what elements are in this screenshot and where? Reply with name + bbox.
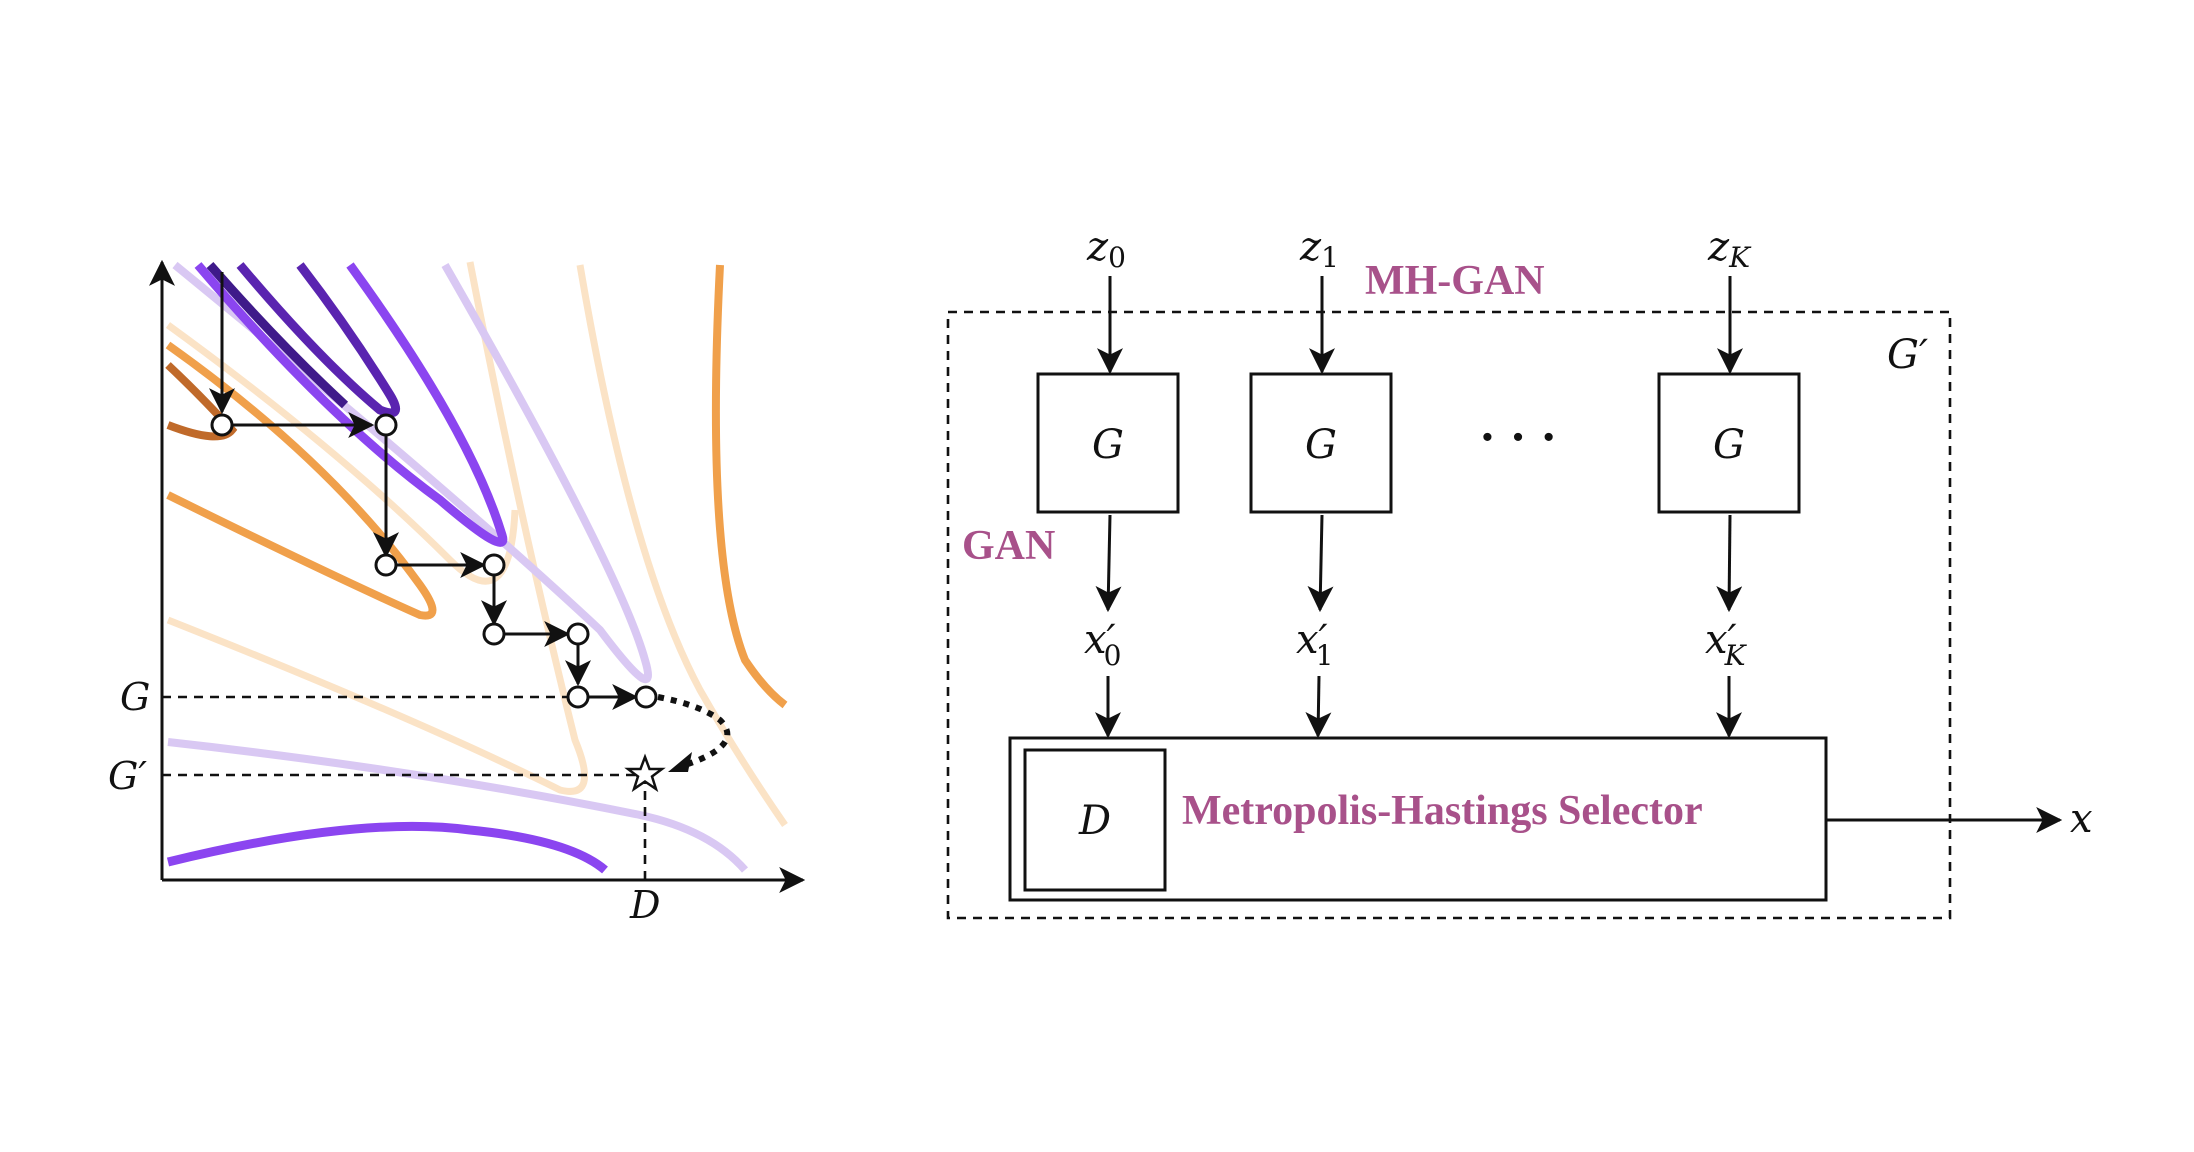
mh-gan-title: MH-GAN bbox=[1365, 258, 1545, 304]
landscape-plot: G G′ D bbox=[108, 259, 806, 927]
path-dotted-arrowhead bbox=[668, 752, 692, 772]
input-zk: zK bbox=[1707, 224, 1752, 274]
contour-orange-light-2 bbox=[166, 261, 589, 795]
contour-orange-light-1 bbox=[576, 264, 788, 827]
path-node bbox=[374, 413, 398, 437]
arrow-g-to-x0 bbox=[1095, 514, 1122, 613]
contour-purple-bright-2 bbox=[194, 262, 508, 547]
generator-box bbox=[1036, 372, 1180, 514]
discriminator-label: D bbox=[1078, 798, 1111, 844]
output-x1: x′1 bbox=[1296, 617, 1333, 672]
contour-orange-light-3 bbox=[165, 322, 519, 585]
path-node bbox=[634, 685, 658, 709]
output-x-label: x bbox=[2070, 796, 2093, 842]
arrow-g-to-xk bbox=[1716, 514, 1743, 613]
input-z0: z0 bbox=[1086, 224, 1126, 274]
outer-g-prime-box bbox=[946, 310, 1952, 920]
contour-purple-light-1 bbox=[167, 738, 749, 873]
path-node bbox=[566, 685, 590, 709]
d-axis-label: D bbox=[629, 883, 660, 927]
path-node bbox=[482, 553, 506, 577]
g-axis-label: G bbox=[120, 675, 150, 719]
generator-box bbox=[1249, 372, 1393, 514]
outer-box-label: G′ bbox=[1887, 332, 1928, 378]
path-node bbox=[566, 622, 590, 646]
generator-label: G bbox=[1305, 422, 1337, 468]
input-z1: z1 bbox=[1299, 224, 1339, 274]
generator-column-1: z1 G x′1 bbox=[1249, 224, 1393, 739]
ellipsis: · · · bbox=[1480, 412, 1557, 463]
contour-purple-light-2 bbox=[172, 261, 652, 684]
path-node bbox=[374, 553, 398, 577]
path-node bbox=[210, 413, 234, 437]
gan-label: GAN bbox=[962, 523, 1055, 569]
contour-purple-bright-1 bbox=[166, 821, 608, 874]
selector-label: Metropolis-Hastings Selector bbox=[1182, 788, 1703, 834]
generator-label: G bbox=[1713, 422, 1745, 468]
contour-purple-dark bbox=[206, 262, 349, 409]
output-x0: x′0 bbox=[1084, 617, 1121, 672]
mh-selector: D Metropolis-Hastings Selector bbox=[1008, 736, 1828, 902]
path-node bbox=[482, 622, 506, 646]
arrow-x1-to-selector bbox=[1305, 675, 1332, 739]
generator-column-k: zK G x′K bbox=[1657, 224, 1801, 739]
contour-orange-1 bbox=[711, 264, 788, 709]
output-xk: x′K bbox=[1705, 617, 1748, 672]
path-dotted-curve bbox=[657, 694, 731, 768]
generator-column-0: z0 G x′0 bbox=[1036, 224, 1180, 739]
arrow-g-to-x1 bbox=[1307, 514, 1334, 613]
star-icon bbox=[624, 753, 666, 793]
discriminator-box bbox=[1023, 748, 1167, 892]
mhgan-diagram: G′ MH-GAN GAN z0 G x′0 z1 G x′1 · · · bbox=[946, 224, 2093, 920]
contour-orange-2 bbox=[165, 341, 437, 620]
contour-purple-mid bbox=[236, 262, 401, 418]
generator-box bbox=[1657, 372, 1801, 514]
g-prime-axis-label: G′ bbox=[108, 754, 147, 798]
optimization-path bbox=[209, 272, 731, 793]
generator-label: G bbox=[1092, 422, 1124, 468]
